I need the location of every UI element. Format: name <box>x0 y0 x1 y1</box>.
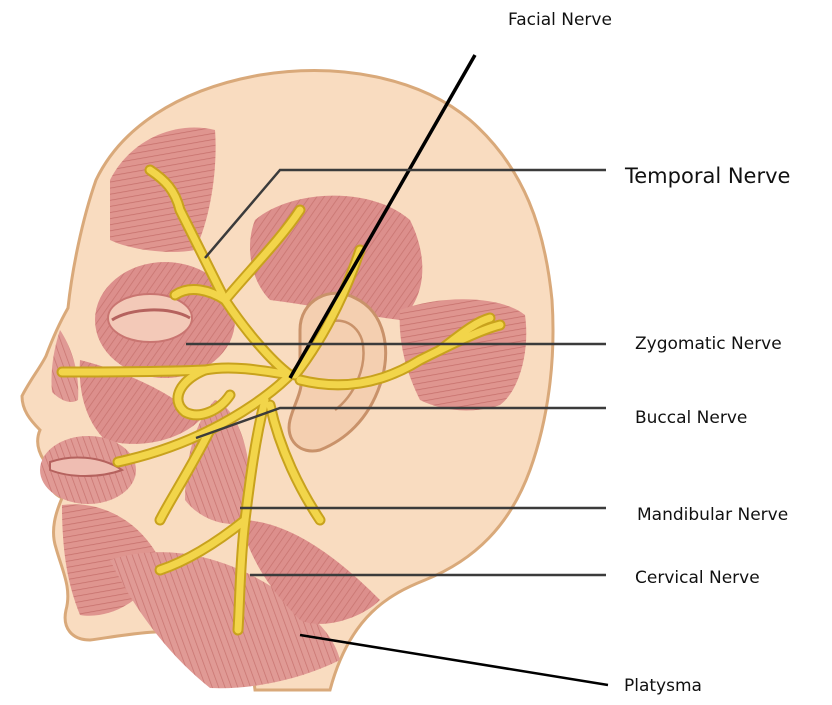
platysma-leader <box>300 635 608 685</box>
temporal-nerve-label: Temporal Nerve <box>625 166 790 187</box>
zygomatic-nerve-label: Zygomatic Nerve <box>635 336 782 353</box>
cervical-nerve-label: Cervical Nerve <box>635 570 760 587</box>
mandibular-nerve-label: Mandibular Nerve <box>637 507 788 524</box>
platysma-label: Platysma <box>624 678 702 695</box>
buccal-nerve-label: Buccal Nerve <box>635 410 747 427</box>
facial-nerve-label: Facial Nerve <box>508 12 612 29</box>
